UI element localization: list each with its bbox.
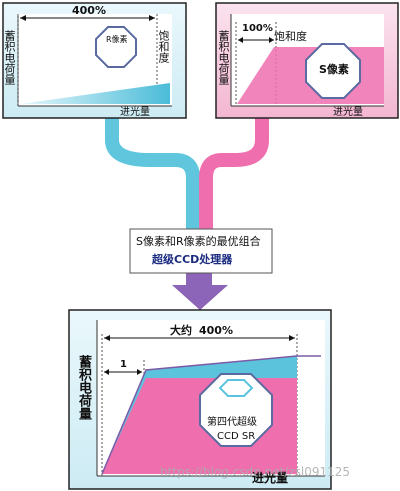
- purple-pipe: [186, 273, 212, 285]
- left-saturation-label: 饱和度: [157, 30, 170, 63]
- fourth-gen-octagon: [199, 373, 273, 447]
- right-percent-label: 100%: [242, 23, 273, 34]
- pink-pipe: [199, 118, 269, 229]
- bottom-approx-label: 大约: [170, 324, 192, 337]
- s-pixel-octagon: [305, 43, 361, 99]
- r-pixel-response: [20, 83, 170, 104]
- right-panel: [215, 2, 399, 119]
- left-pixel-label: R像素: [106, 35, 128, 44]
- left-panel: [2, 2, 187, 119]
- bottom-percent-label: 400%: [199, 324, 233, 337]
- bottom-y-axis-label: 蓄积电荷量: [76, 355, 91, 420]
- right-y-axis-label: 蓄积电荷量: [217, 30, 230, 85]
- bottom-panel: [68, 309, 332, 490]
- octagon-line1: 第四代超级: [207, 417, 257, 428]
- down-arrow: [172, 285, 228, 310]
- merge-band: [129, 228, 273, 274]
- right-saturation-label: 饱和度: [274, 30, 307, 43]
- combined-curve: [101, 355, 321, 475]
- watermark-text: https://blog.csdn.net/zsl091125: [160, 465, 351, 479]
- r-pixel-octagon: [95, 26, 137, 68]
- inner-octagon: [218, 379, 254, 397]
- right-pixel-label: S像素: [319, 63, 349, 76]
- cyan-pipe: [105, 118, 200, 229]
- left-x-axis-label: 进光量: [120, 107, 150, 118]
- right-x-axis-label: 进光量: [333, 107, 363, 118]
- bottom-x-axis-label: 进光量: [252, 471, 289, 485]
- merge-line1: S像素和R像素的最优组合: [136, 235, 261, 248]
- bottom-tick-label: 1: [120, 359, 127, 370]
- left-percent-label: 400%: [72, 4, 106, 17]
- merge-line2: 超级CCD处理器: [152, 253, 233, 266]
- left-y-axis-label: 蓄积电荷量: [3, 30, 16, 85]
- octagon-line2: CCD SR: [217, 431, 256, 442]
